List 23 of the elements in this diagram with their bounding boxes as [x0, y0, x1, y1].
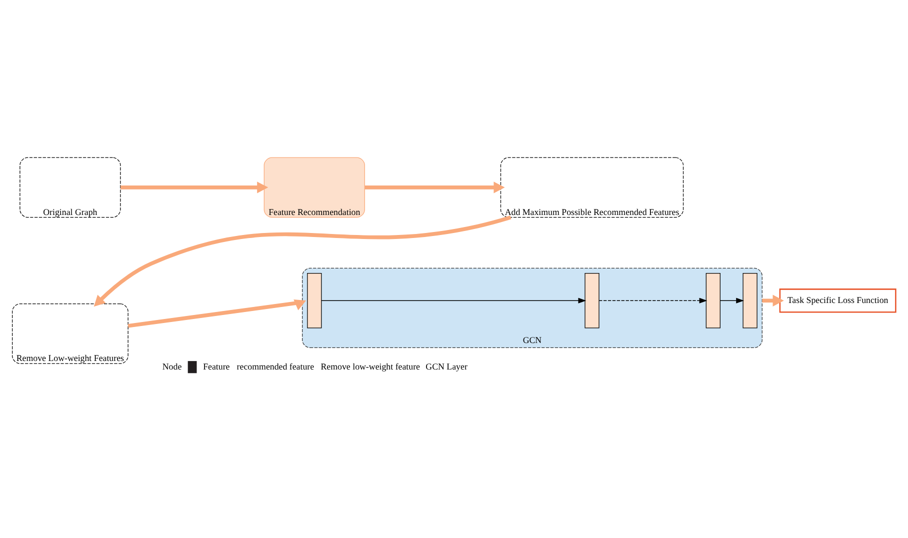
node-box [742, 272, 758, 328]
node-box: Feature Recommendation [264, 157, 365, 218]
legend-label: Node [162, 361, 182, 372]
legend-label: GCN Layer [426, 361, 468, 372]
arrow [364, 182, 505, 194]
node-box: Task Specific Loss Function [779, 288, 896, 313]
arrow [120, 182, 268, 194]
legend-label: Remove low-weight feature [320, 361, 420, 372]
arrow [720, 298, 744, 304]
node-box [706, 272, 720, 328]
node-box: Remove Low-weight Features [12, 304, 128, 364]
arrow [94, 216, 512, 307]
arrow [762, 294, 784, 306]
cluster: GCN [302, 268, 762, 348]
node-box [584, 272, 600, 328]
node-box: Add Maximum Possible Recommended Features [500, 157, 684, 218]
node-box [307, 272, 322, 328]
arrow [128, 300, 306, 328]
legend-label: Feature [203, 361, 230, 372]
node-box: Original Graph [20, 157, 121, 218]
arrow [321, 298, 586, 304]
arrow [598, 298, 708, 304]
legend-label: recommended feature [236, 361, 314, 372]
